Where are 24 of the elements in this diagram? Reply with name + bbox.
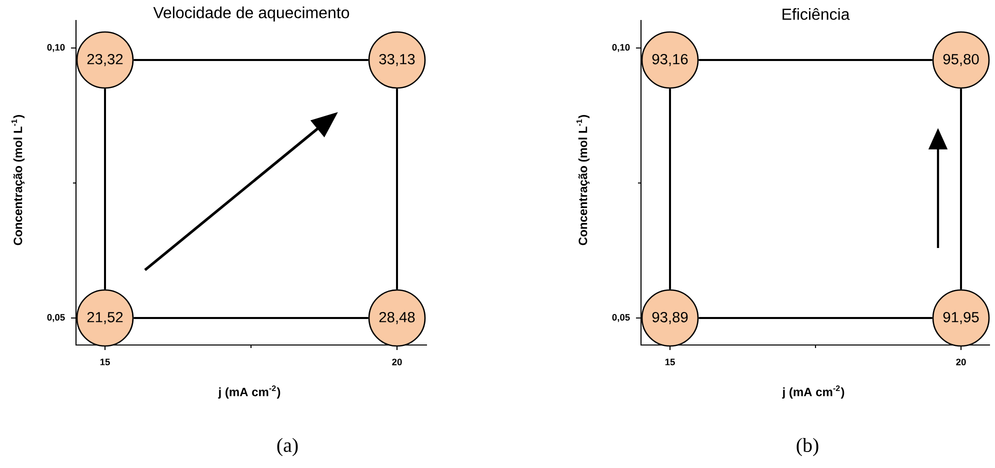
connector-line: [960, 88, 962, 290]
axis-title: j (mA cm$^{-2}$): [782, 385, 844, 399]
caption: (b): [796, 438, 818, 456]
connector-line: [698, 59, 932, 61]
axis-title: Concentração (mol L$^{-1}$): [11, 115, 25, 246]
connector-line: [104, 88, 106, 290]
tick-label: 0,05: [612, 314, 630, 322]
tick-label: 15: [100, 358, 110, 366]
axis-title: Concentração (mol L$^{-1}$): [576, 115, 590, 246]
connector-line: [396, 88, 398, 290]
connector-line: [669, 88, 671, 290]
connector-line: [134, 317, 368, 319]
tick-label: 15: [665, 358, 675, 366]
tick-label: 20: [956, 358, 966, 366]
axis-title: j (mA cm$^{-2}$): [218, 385, 280, 399]
title: Velocidade de aquecimento: [153, 6, 350, 22]
caption: (a): [277, 438, 298, 456]
tick-label: 0,10: [612, 44, 630, 52]
title: Eficiência: [782, 8, 850, 20]
connector-line: [134, 59, 368, 61]
tick-label: 0,05: [47, 314, 65, 322]
connector-line: [698, 317, 932, 319]
tick-label: 0,10: [47, 44, 65, 52]
tick-label: 20: [392, 358, 402, 366]
